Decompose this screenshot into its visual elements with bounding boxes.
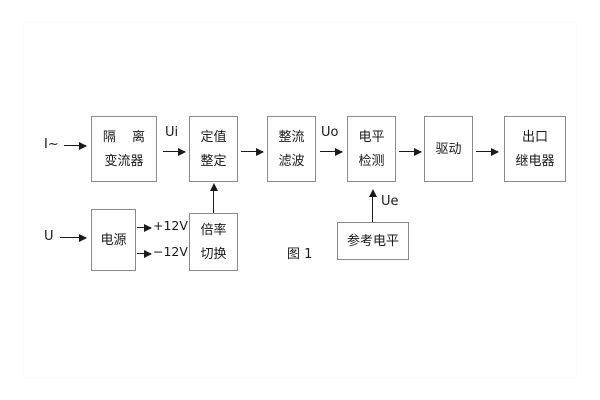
block-multiplier-switch-line1: 倍率 [200,222,227,238]
block-isolation-line2: 变流器 [104,153,144,169]
arrow-rail-positive [137,223,152,232]
arrow-setting-to-rectify [241,147,264,156]
arrow-multiplier-to-setting [209,183,218,213]
block-level-detect: 电平 检测 [347,116,396,182]
arrow-reference-to-level-detect [368,189,377,222]
block-rectify: 整流 滤波 [267,116,316,182]
rail-negative-label: −12V [153,244,188,259]
block-setting-line2: 整定 [200,153,227,169]
block-power-supply-line1: 电源 [100,232,127,248]
block-reference-level: 参考电平 [337,222,409,260]
block-level-detect-line2: 检测 [358,153,385,169]
block-output-relay: 出口 继电器 [504,116,566,182]
block-isolation-line1: 隔 离 [102,129,152,145]
block-output-relay-line1: 出口 [521,129,548,145]
block-isolation: 隔 离 变流器 [91,116,157,182]
rail-positive-label: +12V [153,218,188,233]
figure-caption: 图 1 [287,247,313,262]
arrow-rail-negative [137,249,152,258]
block-multiplier-switch: 倍率 切换 [189,213,238,271]
current-input-label: I~ [44,137,59,152]
arrow-rectify-to-level-detect [320,147,343,156]
voltage-input-label: U [44,229,54,244]
block-setting-line1: 定值 [200,129,227,145]
block-power-supply: 电源 [91,209,136,271]
signal-label-ue: Ue [381,194,399,209]
arrow-voltage-to-power-supply [60,233,87,242]
block-rectify-line2: 滤波 [278,153,305,169]
signal-label-uo: Uo [321,125,339,140]
block-level-detect-line1: 电平 [358,129,385,145]
figure-frame [23,22,577,378]
block-setting: 定值 整定 [189,116,238,182]
block-output-relay-line2: 继电器 [515,153,555,169]
block-drive: 驱动 [424,116,473,182]
block-multiplier-switch-line2: 切换 [200,246,227,262]
block-rectify-line1: 整流 [278,129,305,145]
signal-label-ui: Ui [165,125,179,140]
block-drive-line1: 驱动 [435,141,462,157]
arrow-isolation-to-setting [163,147,186,156]
arrow-level-detect-to-drive [399,147,422,156]
block-reference-level-line1: 参考电平 [346,233,399,249]
arrow-current-to-isolation [64,141,87,150]
arrow-drive-to-output-relay [476,147,499,156]
